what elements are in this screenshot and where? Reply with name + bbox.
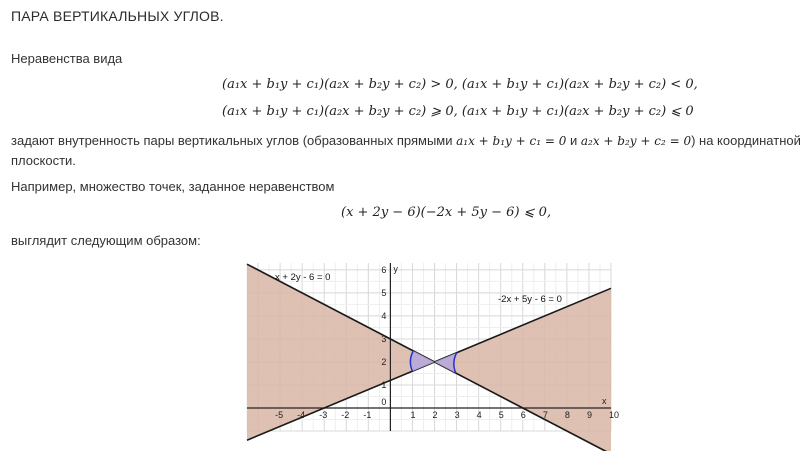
y-tick-label: 5 (381, 288, 386, 298)
y-tick-label: 1 (381, 380, 386, 390)
series-line-1 (246, 263, 607, 451)
y-tick-label: 3 (381, 334, 386, 344)
formula-strict: (a₁x + b₁y + c₁)(a₂x + b₂y + c₂) > 0, (a… (222, 77, 698, 92)
description-text: задают внутренность пары вертикальных уг… (11, 131, 801, 171)
formula-nonstrict: (a₁x + b₁y + c₁)(a₂x + b₂y + c₂) ⩾ 0, (a… (222, 104, 694, 119)
shaded-region-left (247, 264, 435, 441)
example-text: Например, множество точек, заданное нера… (11, 179, 335, 194)
x-tick-label: 2 (433, 410, 438, 420)
x-tick-label: 6 (521, 410, 526, 420)
x-tick-label: 4 (477, 410, 482, 420)
angle-right-arc (453, 352, 458, 374)
x-tick-label: 1 (410, 410, 415, 420)
boundary-lines (246, 263, 612, 451)
shaded-region-right (434, 288, 611, 451)
x-tick-label: 8 (565, 410, 570, 420)
y-tick-label: 6 (381, 265, 386, 275)
angle-markers (409, 350, 458, 374)
intro-text: Неравенства вида (11, 51, 123, 66)
x-tick-label: 3 (455, 410, 460, 420)
formula-example: (x + 2y − 6)(−2x + 5y − 6) ⩽ 0, (341, 205, 552, 220)
y-tick-label: 4 (381, 311, 386, 321)
angle-left-fill (410, 350, 435, 372)
description-part1: задают внутренность пары вертикальных уг… (11, 133, 457, 148)
y-tick-label: 0 (381, 397, 386, 407)
series-label-line1: x + 2y - 6 = 0 (275, 272, 330, 283)
axes (247, 263, 611, 431)
x-tick-label: -4 (297, 410, 305, 420)
angle-right-fill (434, 352, 457, 374)
description-part3: ) на координатной плоскости. (11, 133, 801, 168)
axis-labels: -5 -4 -3 -2 -1 1 2 3 4 5 6 7 8 9 10 0 1 2 3 4 5 6 x y (275, 264, 619, 420)
y-tick-label: 2 (381, 357, 386, 367)
x-tick-label: 7 (543, 410, 548, 420)
x-tick-label: -3 (319, 410, 327, 420)
y-axis-label: y (393, 264, 398, 274)
shaded-regions (247, 264, 611, 451)
line1-equation: a₁x + b₁y + c₁ = 0 (456, 134, 567, 148)
x-axis-label: x (602, 396, 607, 406)
result-text: выглядит следующим образом: (11, 233, 201, 248)
x-tick-label: -5 (275, 410, 283, 420)
angle-left-arc (409, 350, 414, 372)
series-line-2 (246, 287, 612, 441)
x-tick-label: 9 (587, 410, 592, 420)
x-tick-label: -1 (363, 410, 371, 420)
x-tick-label: 5 (499, 410, 504, 420)
x-tick-label: 10 (609, 410, 619, 420)
line2-equation: a₂x + b₂y + c₂ = 0 (580, 134, 692, 148)
x-tick-label: -2 (341, 410, 349, 420)
page-title: ПАРА ВЕРТИКАЛЬНЫХ УГЛОВ. (11, 8, 224, 24)
graph: -5 -4 -3 -2 -1 1 2 3 4 5 6 7 8 9 10 0 1 2 3 4 5 6 x y x + 2y - … (246, 263, 619, 451)
series-label-line2: -2x + 5y - 6 = 0 (498, 294, 562, 305)
description-part2: и (566, 133, 581, 148)
